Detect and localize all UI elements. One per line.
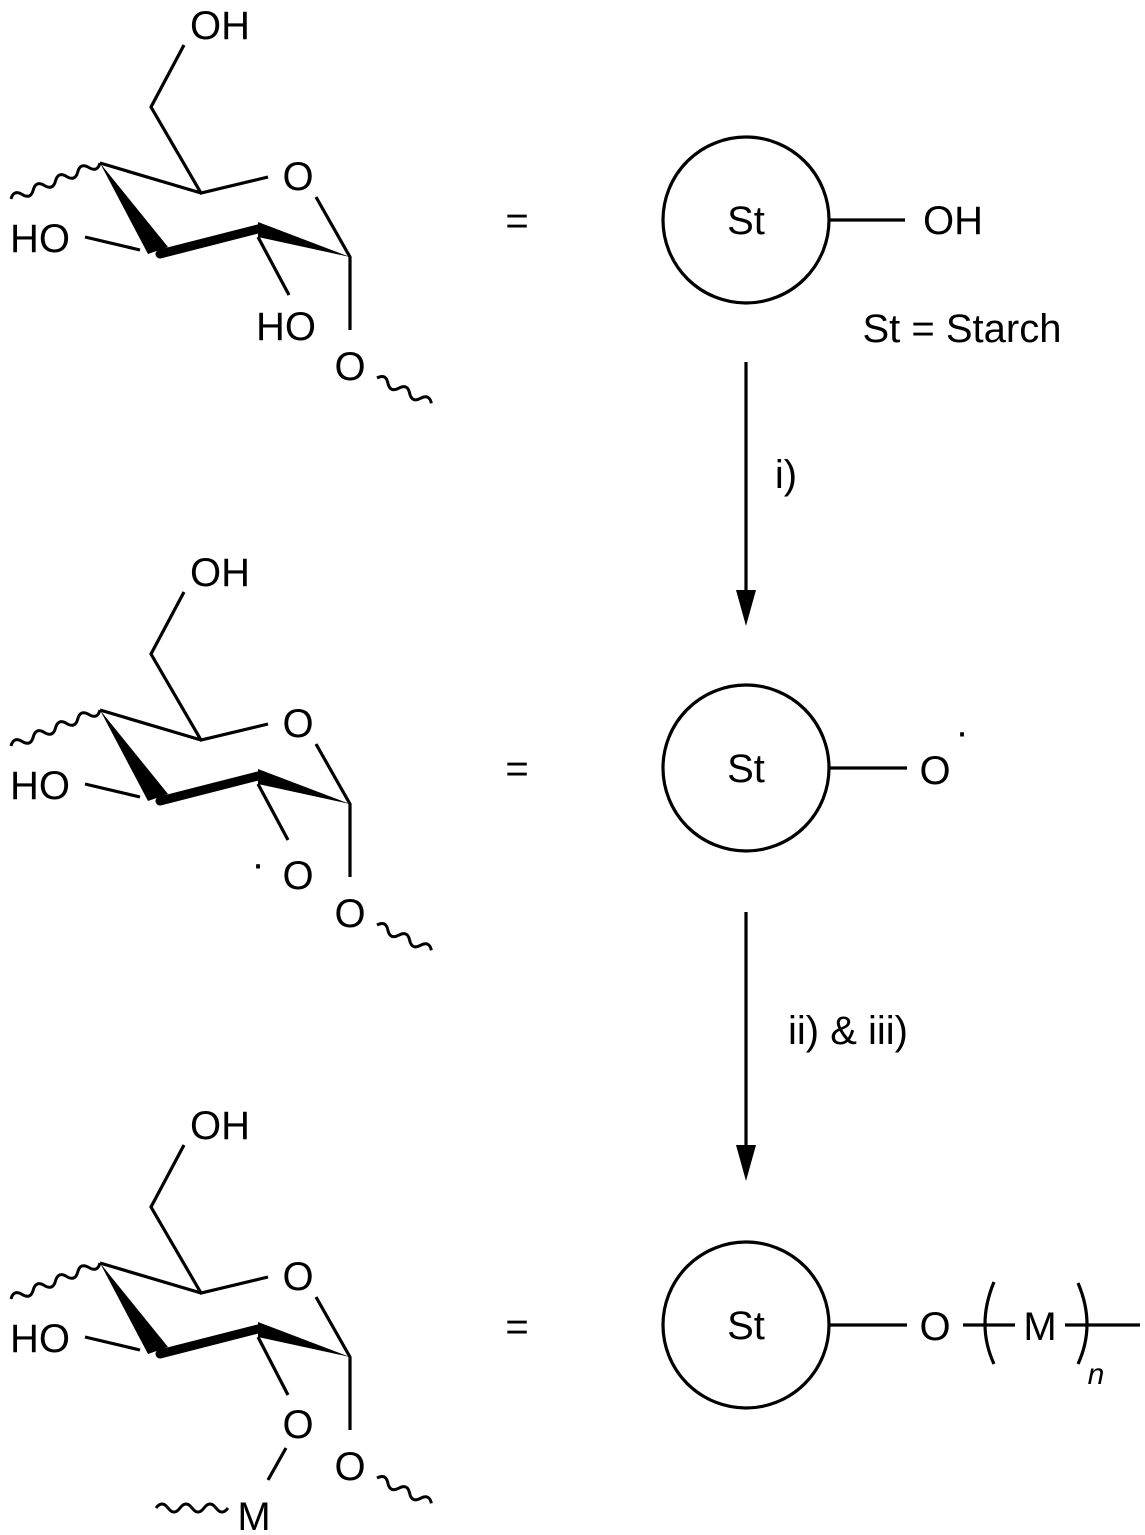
c3-hydroxyl-label: HO	[10, 764, 70, 808]
starch-label: St	[727, 199, 765, 243]
c2-hydroxyl-label: HO	[256, 305, 316, 349]
oxygen-radical-label: O	[919, 749, 950, 793]
c2-bond	[256, 236, 291, 296]
c2-bond	[256, 783, 290, 841]
reaction-arrow-2: ii) & iii)	[736, 912, 908, 1181]
c3-hydroxyl-label: HO	[10, 217, 70, 261]
arrow-label: i)	[775, 453, 797, 497]
ring-oxygen-label: O	[282, 155, 313, 199]
ch2oh-label: OH	[190, 1104, 250, 1148]
pyranose-ring	[9, 45, 433, 407]
radical-dot: ·	[251, 842, 264, 886]
equals-sign-1: =	[505, 199, 528, 243]
reaction-arrow-1: i)	[736, 362, 797, 626]
pyranose-ring	[9, 592, 433, 954]
starch-schematic-2: St O ·	[661, 683, 969, 853]
anomeric-oxygen-label: O	[334, 892, 365, 936]
c2-oxygen-radical-label: O	[282, 854, 313, 898]
c2-bond	[256, 1336, 290, 1396]
repeat-subscript: n	[1088, 1358, 1105, 1391]
ring-oxygen-label: O	[282, 702, 313, 746]
arrow-label: ii) & iii)	[788, 1009, 908, 1053]
glucose-unit-3: OH O HO O M O	[9, 1104, 433, 1535]
starch-schematic-1: St OH St = Starch	[661, 135, 1062, 351]
radical-dot: ·	[955, 710, 968, 754]
pyranose-ring	[9, 1145, 433, 1507]
ring-oxygen-label: O	[282, 1255, 313, 1299]
left-bracket	[983, 1281, 996, 1365]
oxygen-label: O	[919, 1305, 950, 1349]
ch2oh-label: OH	[190, 4, 250, 48]
equals-sign-2: =	[505, 747, 528, 791]
o-m-bond	[266, 1447, 288, 1481]
c3-hydroxyl-label: HO	[10, 1317, 70, 1361]
anomeric-oxygen-label: O	[334, 1445, 365, 1489]
legend-text: St = Starch	[863, 307, 1062, 351]
monomer-label: M	[237, 1495, 270, 1535]
starch-schematic-3: St O M n	[661, 1240, 1140, 1410]
ch2oh-label: OH	[190, 551, 250, 595]
c2-oxygen-label: O	[282, 1403, 313, 1447]
chain-wavy-bond	[154, 1502, 230, 1514]
glucose-unit-2: OH O HO · O O	[9, 551, 433, 954]
anomeric-oxygen-label: O	[334, 345, 365, 389]
equals-sign-3: =	[505, 1305, 528, 1349]
hydroxyl-label: OH	[923, 199, 983, 243]
right-bracket	[1076, 1282, 1089, 1365]
starch-label: St	[727, 747, 765, 791]
starch-label: St	[727, 1304, 765, 1348]
glucose-unit-1: OH O HO HO O	[9, 4, 433, 407]
repeat-unit-label: M	[1023, 1305, 1056, 1349]
